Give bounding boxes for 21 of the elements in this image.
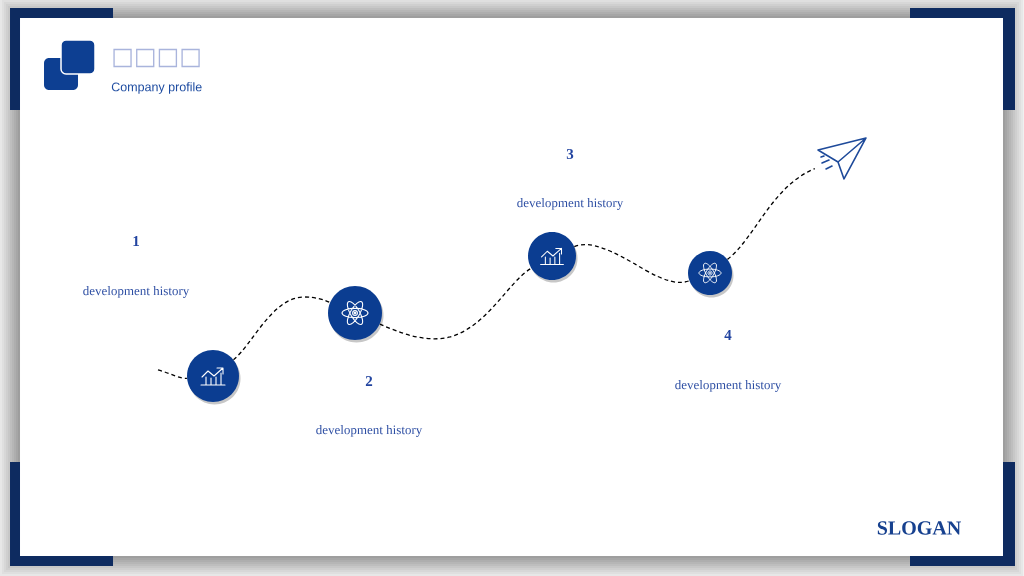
title: □□□□ (113, 48, 200, 68)
subtitle: Company profile (111, 82, 202, 94)
icon-circle (328, 286, 384, 343)
step-number: 4 (724, 330, 732, 340)
dashed-path (573, 244, 690, 284)
dashed-path (157, 369, 188, 380)
step-caption: development history (83, 286, 190, 298)
dashed-path (726, 167, 816, 260)
icon-circle (528, 232, 578, 283)
step-caption: development history (517, 198, 624, 210)
dashed-path (379, 267, 532, 340)
icon-circle (187, 350, 241, 405)
step-number: 3 (566, 148, 574, 160)
paper-plane-icon (817, 137, 867, 180)
step-caption: development history (675, 380, 782, 392)
step-caption: development history (316, 425, 423, 437)
slogan-text: SLOGAN (877, 521, 961, 535)
icon-circle (688, 251, 734, 298)
step-number: 2 (365, 376, 373, 386)
step-number: 1 (133, 236, 139, 246)
dashed-path (232, 296, 331, 361)
